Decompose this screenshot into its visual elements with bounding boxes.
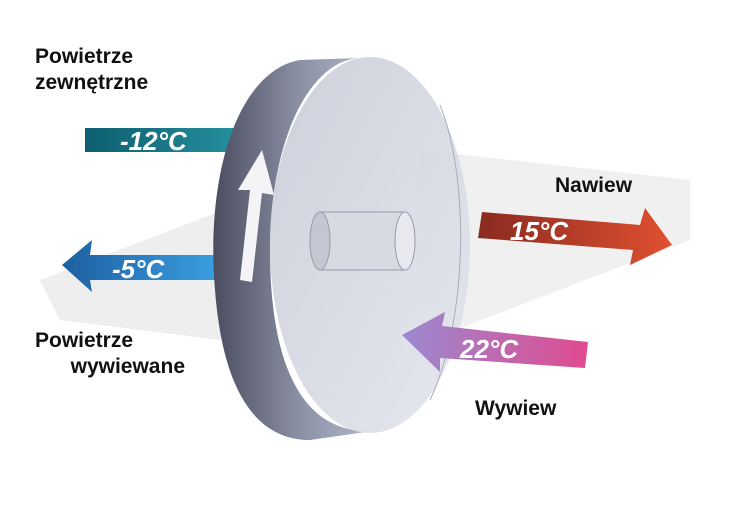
svg-text:-5°C: -5°C: [112, 254, 166, 284]
outdoor-air-label: Powietrze zewnętrzne: [35, 44, 148, 96]
label-line: Powietrze: [35, 329, 134, 352]
label-line: Powietrze: [35, 45, 134, 68]
svg-text:15°C: 15°C: [510, 216, 569, 246]
rotation-arrow-icon: [238, 150, 274, 282]
label-line: zewnętrzne: [35, 71, 149, 94]
label-line: wywiewane: [70, 355, 185, 378]
exhaust-air-arrow: -5°C: [62, 240, 215, 292]
svg-text:22°C: 22°C: [459, 334, 519, 364]
rotary-wheel: [213, 57, 470, 440]
extract-label: Wywiew: [475, 397, 557, 420]
extract-air-arrow: 22°C: [402, 312, 588, 372]
supply-label: Nawiew: [555, 174, 633, 197]
svg-text:-12°C: -12°C: [120, 126, 188, 156]
supply-air-arrow: 15°C: [478, 208, 672, 265]
outdoor-air-arrow: -12°C: [85, 115, 272, 165]
exhaust-air-label: Powietrze wywiewane: [35, 328, 185, 380]
